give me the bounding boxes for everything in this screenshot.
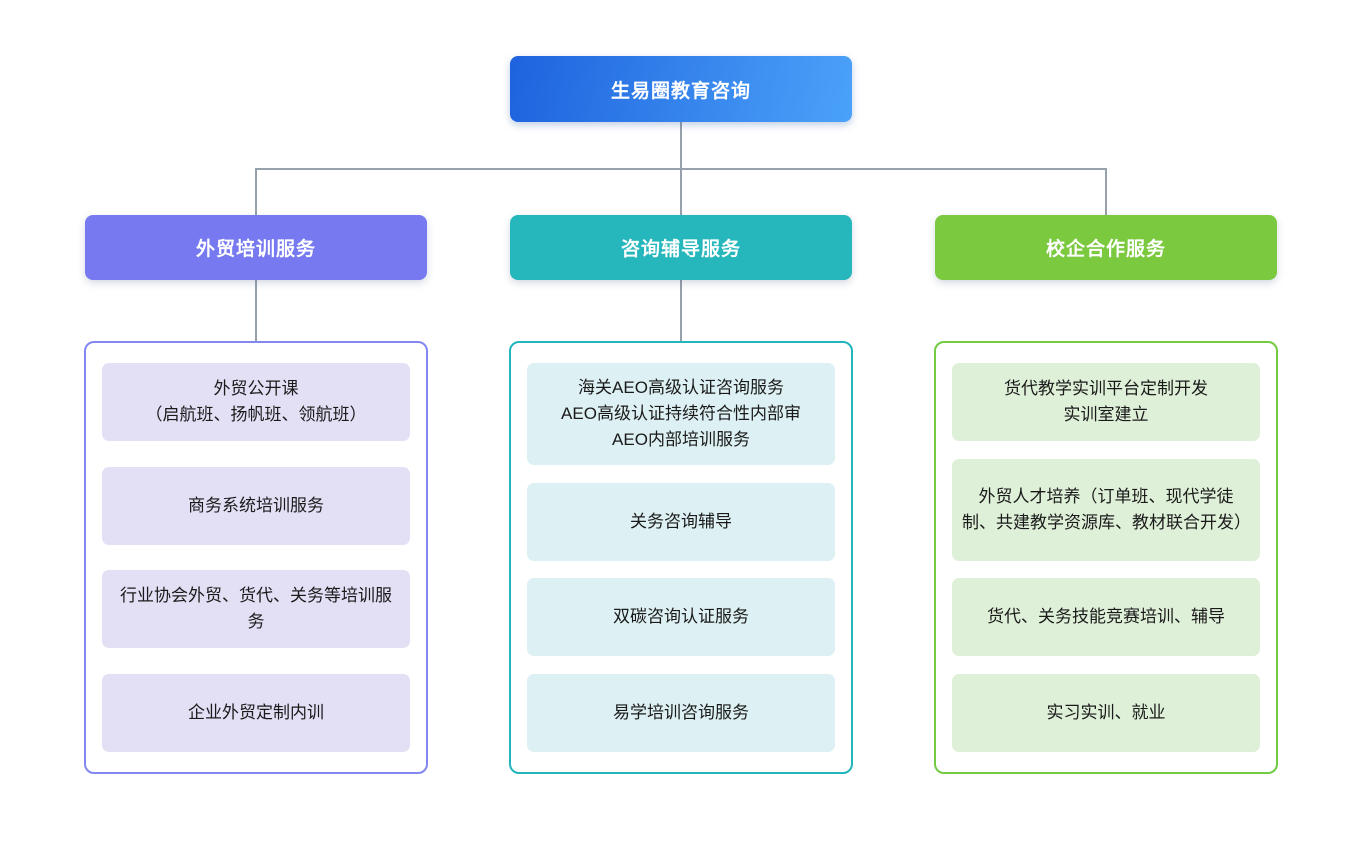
connector-root-drop [680,122,682,168]
diagram-item: 行业协会外贸、货代、关务等培训服务 [102,570,410,649]
root-node: 生易圈教育咨询 [510,56,852,122]
diagram-item: 双碳咨询认证服务 [527,578,835,657]
connector-branch2-drop [1105,168,1107,215]
branch-header-consulting-coaching: 咨询辅导服务 [510,215,852,280]
branch-header-foreign-trade-training: 外贸培训服务 [85,215,427,280]
branch-container-consulting-coaching: 海关AEO高级认证咨询服务 AEO高级认证持续符合性内部审 AEO内部培训服务 … [509,341,853,774]
connector-branch0-drop [255,168,257,215]
branch-container-school-enterprise: 货代教学实训平台定制开发 实训室建立 外贸人才培养（订单班、现代学徒制、共建教学… [934,341,1278,774]
branch-header-label: 校企合作服务 [1045,239,1166,260]
diagram-item: 海关AEO高级认证咨询服务 AEO高级认证持续符合性内部审 AEO内部培训服务 [527,363,835,465]
connector-branch1-drop [680,168,682,215]
diagram-item: 关务咨询辅导 [527,482,835,561]
diagram-item: 外贸公开课 （启航班、扬帆班、领航班） [102,363,410,441]
branch-container-foreign-trade-training: 外贸公开课 （启航班、扬帆班、领航班） 商务系统培训服务 行业协会外贸、货代、关… [84,341,428,774]
diagram-item: 企业外贸定制内训 [102,673,410,752]
root-node-label: 生易圈教育咨询 [610,80,751,102]
diagram-item: 外贸人才培养（订单班、现代学徒制、共建教学资源库、教材联合开发） [952,458,1260,561]
diagram-item: 实习实训、就业 [952,673,1260,752]
branch-header-label: 外贸培训服务 [195,239,316,260]
diagram-item: 商务系统培训服务 [102,466,410,545]
branch-header-school-enterprise: 校企合作服务 [935,215,1277,280]
branch-header-label: 咨询辅导服务 [620,239,741,260]
connector-branch1-container [680,280,682,341]
diagram-item: 易学培训咨询服务 [527,673,835,752]
diagram-item: 货代、关务技能竞赛培训、辅导 [952,578,1260,657]
diagram-item: 货代教学实训平台定制开发 实训室建立 [952,363,1260,441]
connector-branch0-container [255,280,257,341]
